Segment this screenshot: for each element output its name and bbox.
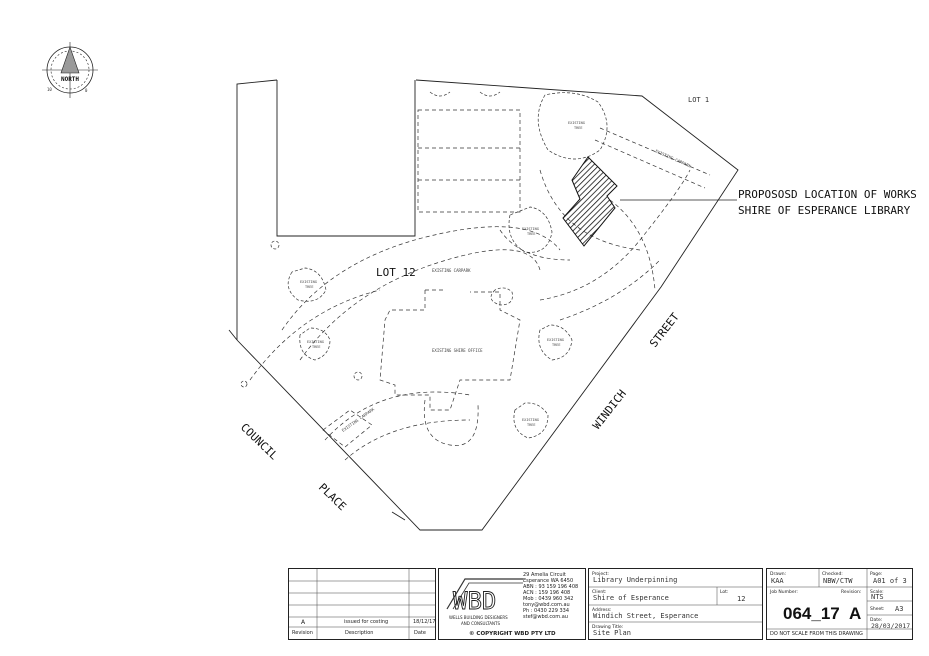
proposed-works-area [562, 156, 618, 247]
drawing-value: Site Plan [593, 629, 631, 637]
svg-text:EXISTING: EXISTING [307, 340, 324, 344]
company-block: WBD WELLS BUILDING DESIGNERS AND CONSULT… [438, 568, 586, 640]
revision-row-a-desc: issued for costing [344, 619, 389, 625]
job-number-label: Job Number: [770, 590, 798, 595]
existing-carpark-outline [249, 109, 711, 461]
street-place: PLACE [316, 481, 349, 513]
address-label: Address: [592, 608, 612, 613]
checked-value: NBW/CTW [823, 577, 853, 585]
scale-label: Scale: [870, 590, 884, 595]
site-boundary [228, 79, 739, 531]
checked-label: Checked: [822, 572, 843, 577]
drawing-label: Drawing Title: [592, 625, 624, 630]
project-block: Project: Library Underpinning Client: Sh… [588, 568, 763, 640]
svg-text:10: 10 [47, 87, 52, 92]
revision-header-rev: Revision [292, 630, 313, 636]
revision-row-a-date: 18/12/17 [413, 619, 436, 625]
revision-row-a-rev: A [301, 619, 306, 626]
page-label: Page: [870, 572, 883, 577]
svg-text:TREE: TREE [305, 285, 313, 289]
revision-header-desc: Description [345, 630, 374, 636]
street-street: STREET [647, 310, 682, 350]
lot-12-label: LOT 12 [376, 266, 416, 279]
compass-label: NORTH [61, 76, 79, 83]
revision-header-date: Date [414, 630, 426, 636]
company-address: 29 Amelia Circuit Esperance WA 6450 ABN … [523, 572, 579, 620]
lot-label: Lot: [720, 590, 729, 595]
svg-text:EXISTING: EXISTING [522, 418, 539, 422]
existing-shire-office [379, 289, 521, 446]
svg-text:EXISTING: EXISTING [547, 338, 564, 342]
carpark-label-lower: EXISTING CARPARK [341, 406, 376, 433]
revision-value: A [849, 604, 862, 623]
svg-text:EXISTING: EXISTING [522, 227, 539, 231]
scale-value: NTS [871, 593, 884, 601]
svg-text:TREE: TREE [527, 232, 535, 236]
shire-office-label: EXISTING SHIRE OFFICE [432, 348, 483, 353]
drawn-value: KAA [771, 577, 784, 585]
address-value: Windich Street, Esperance [593, 612, 699, 620]
svg-text:TREE: TREE [527, 423, 535, 427]
job-number-value: 064_17 [783, 604, 840, 623]
lower-carpark-outline [322, 409, 373, 448]
wbd-logo: WBD [446, 578, 523, 615]
carpark-label: EXISTING CARPARK [432, 268, 471, 273]
north-compass: NORTH 10 0 [42, 42, 98, 98]
svg-text:TREE: TREE [312, 345, 320, 349]
callout-line1: PROPOSOSD LOCATION OF WORKS [738, 188, 917, 201]
revision-table: A issued for costing 18/12/17 Revision D… [288, 568, 436, 640]
sheet-label: Sheet: [870, 607, 885, 612]
street-council: COUNCIL [238, 421, 281, 463]
client-label: Client: [592, 590, 607, 595]
existing-trees [240, 91, 608, 439]
svg-text:TREE: TREE [552, 343, 560, 347]
logo-letters: WBD [453, 587, 496, 615]
title-block: Drawn: KAA Checked: NBW/CTW Page: A01 of… [766, 568, 913, 640]
svg-text:0: 0 [85, 88, 88, 93]
street-windich: WINDICH [590, 387, 629, 432]
svg-text:EXISTING: EXISTING [300, 280, 317, 284]
svg-text:EXISTING: EXISTING [568, 121, 585, 125]
copyright: © COPYRIGHT WBD PTY LTD [469, 631, 556, 637]
project-label: Project: [592, 572, 609, 577]
revision-grid [289, 569, 435, 639]
carpark-label-upper: EXISTING CARPARK [655, 148, 693, 168]
do-not-scale: DO NOT SCALE FROM THIS DRAWING [770, 631, 863, 637]
lot-1-label: LOT 1 [688, 96, 709, 104]
tagline-line2: AND CONSULTANTS [461, 621, 501, 626]
lot-value: 12 [737, 595, 746, 603]
sheet-value: A3 [895, 605, 904, 613]
date-label: Date: [870, 618, 883, 623]
tagline-line1: WELLS BUILDING DESIGNERS [449, 615, 508, 620]
svg-text:TREE: TREE [574, 126, 582, 130]
revision-label: Revision: [841, 590, 862, 595]
date-value: 28/03/2017 [871, 622, 911, 630]
page-value: A01 of 3 [873, 577, 907, 585]
callout-line2: SHIRE OF ESPERANCE LIBRARY [738, 204, 911, 217]
client-value: Shire of Esperance [593, 594, 669, 602]
project-value: Library Underpinning [593, 576, 678, 584]
drawn-label: Drawn: [770, 572, 787, 577]
